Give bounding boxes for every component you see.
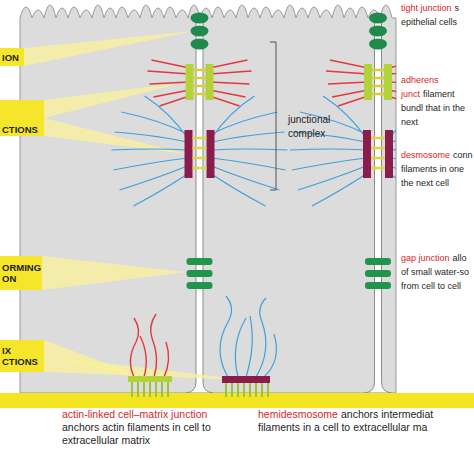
- junction-callout: gap junctionallo of small water-so from …: [401, 251, 473, 293]
- junction-callout: tight junctions epithelial cells: [401, 1, 473, 29]
- bracket-label: junctional complex: [288, 113, 348, 141]
- callout-text: CTIONS: [2, 124, 42, 135]
- callout-beam: [44, 82, 186, 118]
- bracket: [270, 42, 276, 190]
- description-text: anchors actin filaments in cell to extra…: [62, 421, 211, 446]
- callout-box: ION: [0, 48, 24, 66]
- lateral-junction-set: [290, 13, 396, 290]
- junction-name: actin-linked cell–matrix junction: [62, 408, 207, 420]
- integrin-linkers: [226, 383, 268, 397]
- lateral-junction-set: [112, 13, 288, 290]
- hemidesmosome-plaque: [222, 376, 270, 383]
- callout-text: ION: [2, 52, 22, 63]
- junction-name: desmosome: [401, 150, 450, 160]
- callout-beam: [24, 31, 194, 66]
- junction-callout: desmosomeconn filaments in one the next …: [401, 148, 473, 190]
- description-text: junctional complex: [288, 114, 330, 139]
- junction-callout: hemidesmosomeanchors intermediat filamen…: [258, 408, 474, 434]
- callout-box: CTIONS: [0, 100, 44, 136]
- junction-callout: anchors actin filaments in cell to extra…: [62, 421, 212, 447]
- intermediate-filaments: [220, 296, 276, 377]
- junction-name: gap junction: [401, 253, 450, 263]
- callout-box: IX CTIONS: [0, 340, 44, 372]
- cell-cytoplasm: [20, 5, 396, 393]
- callout-box: ORMING ON: [0, 256, 42, 290]
- callout-text: IX CTIONS: [2, 345, 42, 367]
- junction-callout: adherens junctfilament bundl that in the…: [401, 73, 473, 129]
- callout-beam: [42, 256, 186, 290]
- lateral-junctions: [112, 13, 397, 290]
- integrin-linkers: [132, 382, 168, 397]
- junction-name: hemidesmosome: [258, 408, 338, 420]
- junction-name: tight junction: [401, 3, 452, 13]
- actin-filaments: [130, 314, 168, 377]
- junction-callout: actin-linked cell–matrix junction: [62, 408, 262, 421]
- callout-text: ORMING ON: [2, 262, 40, 284]
- cell-matrix-plaque: [128, 376, 172, 382]
